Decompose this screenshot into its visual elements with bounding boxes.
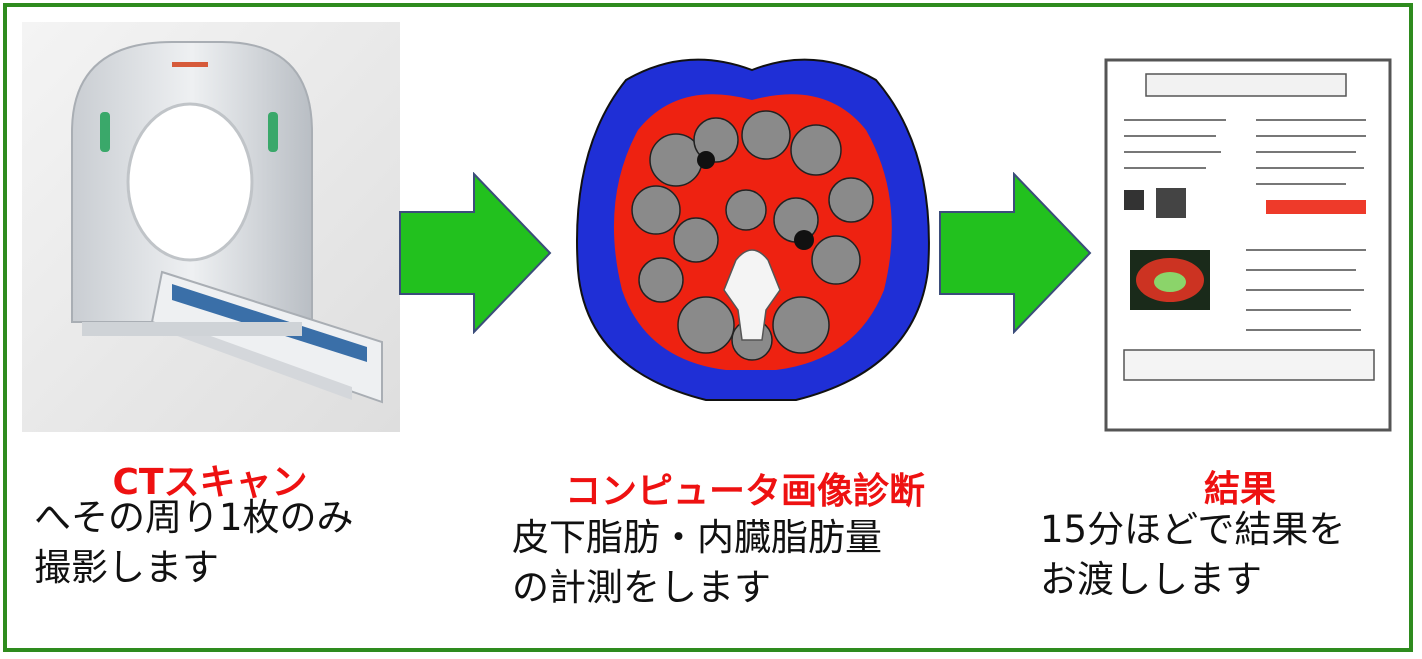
- step-2-description: 皮下脂肪・内臓脂肪量 の計測をします: [512, 513, 882, 613]
- step-1-description-line-2: 撮影します: [34, 546, 219, 589]
- step-2-description-line-1: 皮下脂肪・内臓脂肪量: [512, 516, 882, 559]
- diagram-frame: [3, 3, 1413, 652]
- step-3-title: 結果: [1203, 469, 1276, 510]
- abdominal-ct-slice-image: [566, 40, 938, 412]
- flow-arrow-icon: [938, 172, 1094, 334]
- ct-scanner-image: [22, 22, 400, 432]
- step-2-title: コンピュータ画像診断: [564, 471, 925, 512]
- flow-arrow-icon: [398, 172, 554, 334]
- step-1-title: CTスキャン: [112, 462, 308, 503]
- step-3-description-line-1: 15分ほどで結果を: [1040, 508, 1346, 551]
- step-1-description: へその周り1枚のみ 撮影します: [34, 493, 354, 593]
- step-3-description: 15分ほどで結果を お渡しします: [1040, 505, 1345, 605]
- step-3-description-line-2: お渡しします: [1040, 558, 1262, 601]
- step-2-description-line-2: の計測をします: [512, 566, 771, 609]
- result-report-image: [1096, 50, 1400, 440]
- step-1-description-line-1: へその周り1枚のみ: [34, 496, 354, 539]
